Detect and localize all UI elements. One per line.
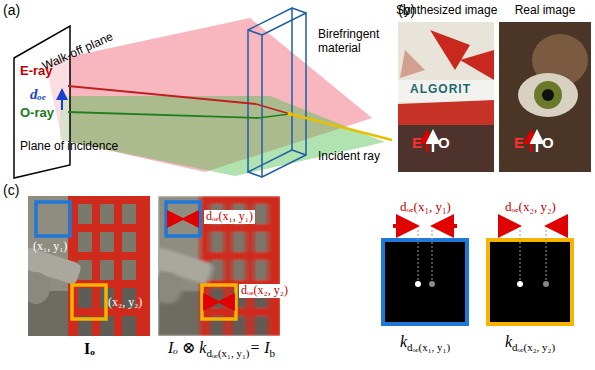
- formula-subscript: b: [270, 347, 276, 359]
- e-ray: [68, 86, 256, 104]
- incidence-plane: [60, 96, 385, 176]
- figure-label: (b): [398, 2, 415, 18]
- image-label: E: [514, 134, 524, 151]
- figure-label: (x₁, y₁): [33, 240, 67, 254]
- image-label: O: [542, 134, 554, 151]
- image-label: ALGORIT: [410, 83, 471, 97]
- image-panel: Real imageE O: [498, 4, 592, 172]
- real-photo: [499, 22, 591, 172]
- image-panel: Synthesized imageALGORITEO: [396, 4, 496, 172]
- figure-label: (c): [3, 182, 19, 198]
- figure-label: O-ray: [20, 106, 54, 121]
- sharp-photo: [28, 196, 150, 336]
- image-label: O: [438, 134, 450, 151]
- figure-label: dₒₑ(x₂, y₂): [505, 200, 556, 215]
- figure-label: (a): [3, 2, 20, 18]
- o-ray-inside: [258, 114, 290, 118]
- synthesized-photo: [398, 22, 494, 172]
- figure-label: Incident ray: [318, 150, 380, 164]
- formula-term: Iₒ ⊗ k: [168, 339, 206, 356]
- figure-label: Plane of incidence: [20, 140, 118, 154]
- kernel-1: [383, 226, 467, 324]
- birefringent-slab: [248, 8, 306, 177]
- formula-subscript: dₒₑ(x₂, y₂): [512, 341, 555, 353]
- formula: Iₒ ⊗ kdₒₑ(x₁, y₁)= Ib: [168, 338, 275, 360]
- figure-label: dₒₑ(x₁, y₁): [400, 200, 451, 215]
- o-ray: [68, 112, 258, 118]
- e-ray-inside: [256, 104, 290, 114]
- formula-subscript: dₒₑ(x₁, y₁): [206, 347, 249, 359]
- image-label: E: [412, 134, 422, 151]
- figure-label: Birefringent material: [318, 28, 394, 56]
- figure-label: E-ray: [20, 64, 53, 79]
- panel-heading: Real image: [498, 4, 592, 18]
- formula-subscript: dₒₑ(x₁, y₁): [407, 341, 450, 353]
- formula: kdₒₑ(x₁, y₁): [400, 332, 450, 354]
- figure-label: dₒₑ: [30, 86, 46, 103]
- kernel-2: [488, 226, 572, 324]
- formula: kdₒₑ(x₂, y₂): [505, 332, 555, 354]
- incident-ray: [290, 114, 392, 140]
- entry-point: [288, 112, 293, 117]
- screen-plane: [14, 26, 70, 178]
- figure-label: dₒₑ(x₂, y₂): [239, 284, 290, 298]
- figure-label: (x₂, y₂): [108, 296, 142, 310]
- doe-arrow: [61, 92, 63, 110]
- shift-arrows: [169, 219, 233, 302]
- figure-label: dₒₑ(x₁, y₁): [204, 210, 255, 224]
- formula-term: k: [505, 333, 512, 350]
- blurred-photo: [158, 196, 280, 336]
- formula-term: k: [400, 333, 407, 350]
- formula-term: = I: [249, 339, 269, 356]
- figure-label: Iₒ: [84, 340, 95, 358]
